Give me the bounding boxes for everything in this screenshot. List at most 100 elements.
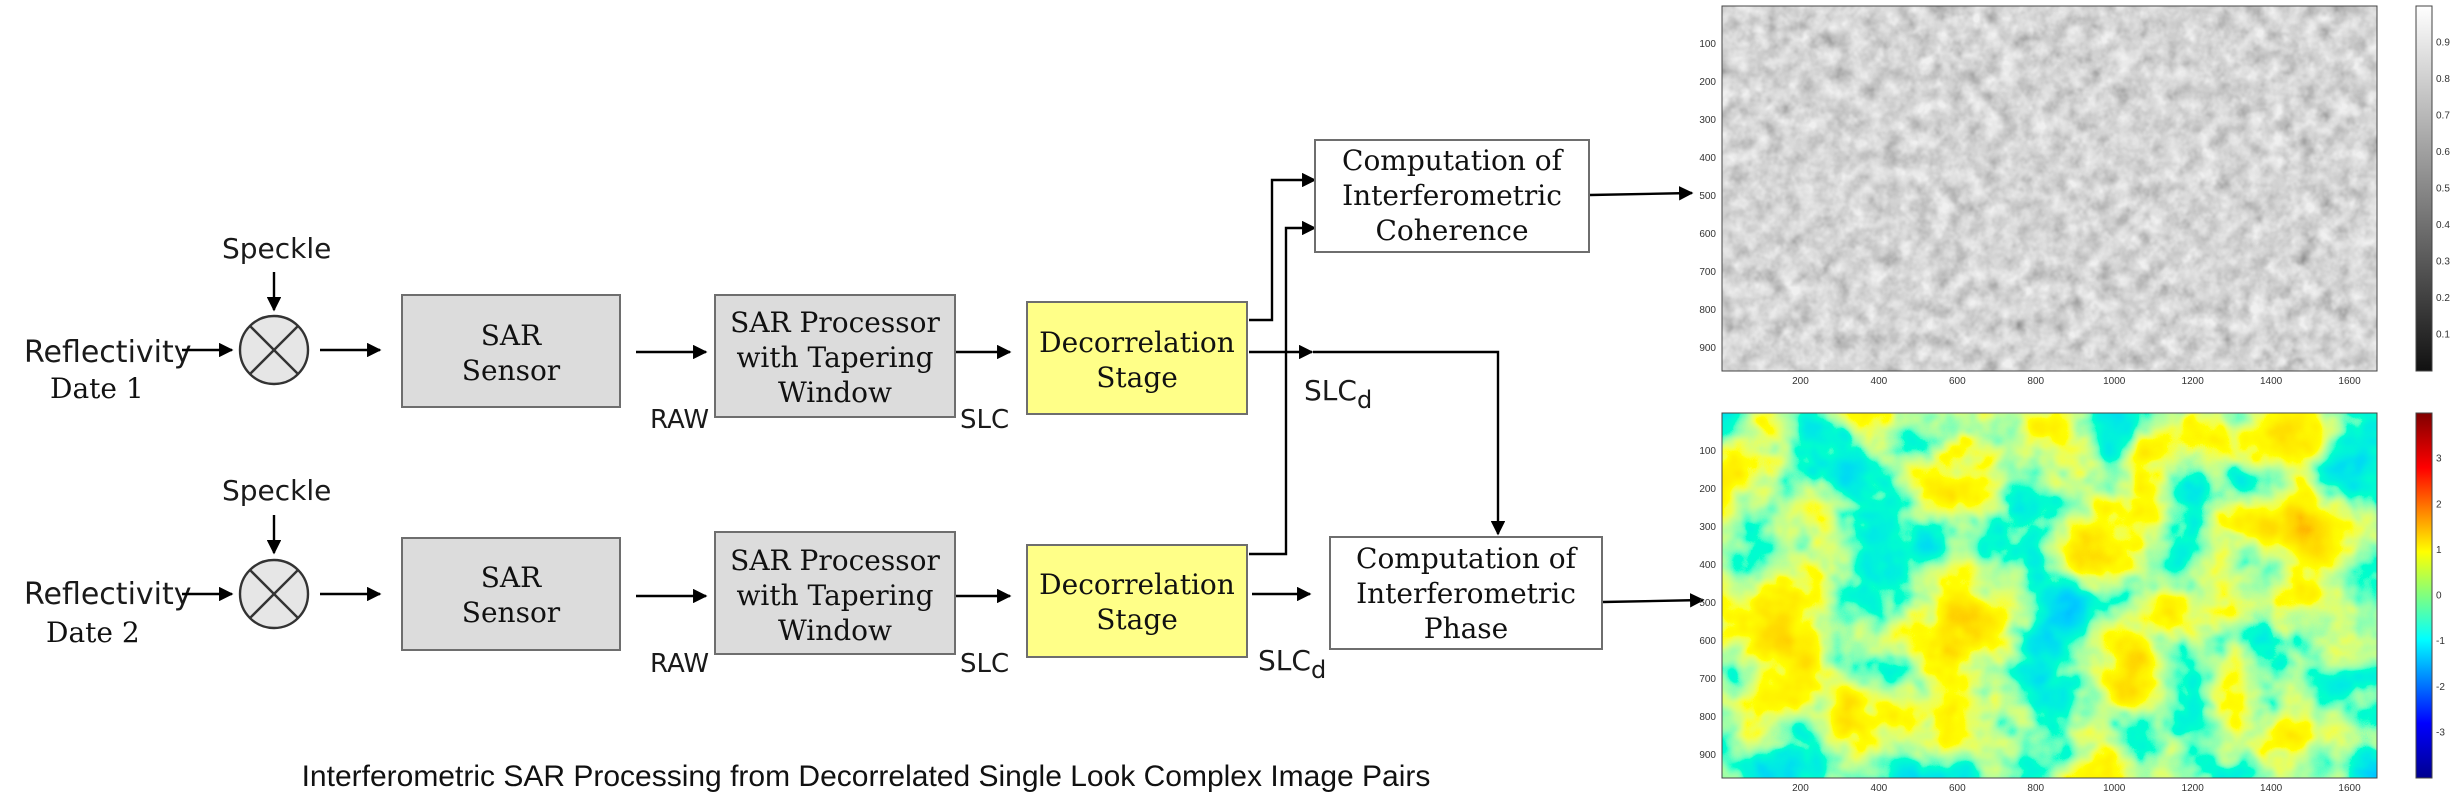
x-tick-label: 1200 bbox=[2182, 376, 2205, 387]
colorbar-tick-label: 0.3 bbox=[2436, 257, 2450, 268]
decorrelation-stage-box-1 bbox=[1026, 301, 1248, 415]
sar-processor-box-1 bbox=[714, 294, 956, 418]
coherence-line2: Interferometric bbox=[1342, 179, 1562, 212]
coherence-colorbar-ticks: 0.90.80.70.60.50.40.30.20.1 bbox=[2436, 38, 2450, 341]
coherence-line3: Coherence bbox=[1375, 214, 1528, 247]
coherence-box bbox=[1314, 139, 1590, 253]
x-tick-label: 1400 bbox=[2260, 376, 2283, 387]
x-tick-label: 1400 bbox=[2260, 783, 2283, 794]
colorbar-tick-label: 3 bbox=[2436, 454, 2442, 465]
decorrelation-line1-2: Decorrelation bbox=[1039, 568, 1235, 601]
x-tick-label: 1000 bbox=[2103, 376, 2126, 387]
x-tick-label: 200 bbox=[1792, 783, 1809, 794]
x-tick-label: 1600 bbox=[2338, 783, 2361, 794]
x-tick-label: 400 bbox=[1871, 376, 1888, 387]
sar-sensor-line2-1: Sensor bbox=[462, 354, 561, 387]
colorbar-tick-label: 0.1 bbox=[2436, 330, 2450, 341]
speckle-label-1: Speckle bbox=[222, 232, 331, 265]
coherence-line1: Computation of bbox=[1342, 144, 1565, 177]
colorbar-tick-label: 1 bbox=[2436, 545, 2442, 556]
x-tick-label: 1200 bbox=[2182, 783, 2205, 794]
phase-box bbox=[1329, 536, 1603, 650]
multiply-icon bbox=[238, 314, 310, 386]
x-tick-label: 800 bbox=[2027, 783, 2044, 794]
y-tick-label: 900 bbox=[1699, 343, 1716, 354]
diagram-caption: Interferometric SAR Processing from Deco… bbox=[302, 760, 1431, 793]
arrow-decorrelation-1-to-coherence bbox=[1249, 172, 1317, 322]
slcd-label-2: SLCd bbox=[1258, 644, 1326, 684]
x-tick-label: 800 bbox=[2027, 376, 2044, 387]
x-tick-label: 1000 bbox=[2103, 783, 2126, 794]
colorbar-tick-label: -1 bbox=[2436, 636, 2445, 647]
x-tick-label: 600 bbox=[1949, 376, 1966, 387]
y-tick-label: 200 bbox=[1699, 77, 1716, 88]
x-tick-label: 200 bbox=[1792, 376, 1809, 387]
date-label-1: Date 1 bbox=[50, 372, 144, 405]
y-tick-label: 100 bbox=[1699, 39, 1716, 50]
sar-processor-line3-1: Window bbox=[778, 376, 892, 409]
phase-map-texture bbox=[1722, 413, 2377, 778]
arrow-slcd-1-to-phase bbox=[1313, 350, 1506, 536]
decorrelation-stage-box-2 bbox=[1026, 544, 1248, 658]
y-tick-label: 400 bbox=[1699, 153, 1716, 164]
sar-processor-line3-2: Window bbox=[778, 614, 892, 647]
phase-colorbar bbox=[2415, 412, 2433, 779]
reflectivity-label-1: Reflectivity bbox=[24, 335, 192, 370]
colorbar-tick-label: 0.9 bbox=[2436, 38, 2450, 49]
x-tick-label: 400 bbox=[1871, 783, 1888, 794]
y-tick-label: 200 bbox=[1699, 484, 1716, 495]
slcd-label-1: SLCd bbox=[1304, 374, 1372, 414]
colorbar-tick-label: 0 bbox=[2436, 591, 2442, 602]
y-tick-label: 500 bbox=[1699, 191, 1716, 202]
slc-label-1: SLC bbox=[960, 405, 1009, 435]
phase-line1: Computation of bbox=[1356, 542, 1579, 575]
x-tick-label: 1600 bbox=[2338, 376, 2361, 387]
sar-processor-box-2 bbox=[714, 531, 956, 655]
sar-processor-line2-2: with Tapering bbox=[736, 579, 933, 612]
colorbar-tick-label: -3 bbox=[2436, 727, 2445, 738]
y-tick-label: 600 bbox=[1699, 636, 1716, 647]
colorbar-tick-label: 0.4 bbox=[2436, 220, 2450, 231]
sar-processor-line1-1: SAR Processor bbox=[730, 306, 940, 339]
colorbar-tick-label: 0.6 bbox=[2436, 147, 2450, 158]
colorbar-tick-label: 0.8 bbox=[2436, 74, 2450, 85]
row-date-1: Reflectivity Date 1 Speckle SAR Sensor R… bbox=[24, 232, 1372, 435]
sar-sensor-line2-2: Sensor bbox=[462, 596, 561, 629]
multiply-icon bbox=[238, 558, 310, 630]
arrow-coherence-to-map bbox=[1589, 186, 1694, 201]
sar-processor-line2-1: with Tapering bbox=[736, 341, 933, 374]
y-tick-label: 100 bbox=[1699, 446, 1716, 457]
coherence-colorbar bbox=[2415, 5, 2433, 372]
raw-label-2: RAW bbox=[650, 649, 709, 679]
colorbar-tick-label: 2 bbox=[2436, 499, 2442, 510]
x-tick-label: 600 bbox=[1949, 783, 1966, 794]
arrow-phase-to-map bbox=[1602, 593, 1705, 608]
phase-colorbar-ticks: 3 2 1 0 -1 -2 -3 bbox=[2436, 454, 2445, 739]
slc-label-2: SLC bbox=[960, 649, 1009, 679]
y-tick-label: 600 bbox=[1699, 229, 1716, 240]
coherence-map-texture bbox=[1722, 6, 2377, 371]
sar-sensor-line1-1: SAR bbox=[481, 319, 542, 352]
phase-line3: Phase bbox=[1424, 612, 1509, 645]
colorbar-tick-label: 0.5 bbox=[2436, 184, 2450, 195]
y-tick-label: 700 bbox=[1699, 674, 1716, 685]
colorbar-tick-label: -2 bbox=[2436, 682, 2445, 693]
date-label-2: Date 2 bbox=[46, 616, 140, 649]
y-tick-label: 300 bbox=[1699, 115, 1716, 126]
reflectivity-label-2: Reflectivity bbox=[24, 577, 192, 612]
y-tick-label: 800 bbox=[1699, 712, 1716, 723]
phase-x-ticks: 200 400 600 800 1000 1200 1400 1600 bbox=[1792, 783, 2361, 794]
coherence-x-ticks: 200 400 600 800 1000 1200 1400 1600 bbox=[1792, 376, 2361, 387]
colorbar-tick-label: 0.2 bbox=[2436, 293, 2450, 304]
sar-sensor-box-1 bbox=[401, 294, 621, 408]
arrow-decorrelation-2-to-coherence bbox=[1249, 220, 1317, 556]
sar-sensor-box-2 bbox=[401, 537, 621, 651]
y-tick-label: 500 bbox=[1699, 598, 1716, 609]
phase-line2: Interferometric bbox=[1356, 577, 1576, 610]
y-tick-label: 900 bbox=[1699, 750, 1716, 761]
